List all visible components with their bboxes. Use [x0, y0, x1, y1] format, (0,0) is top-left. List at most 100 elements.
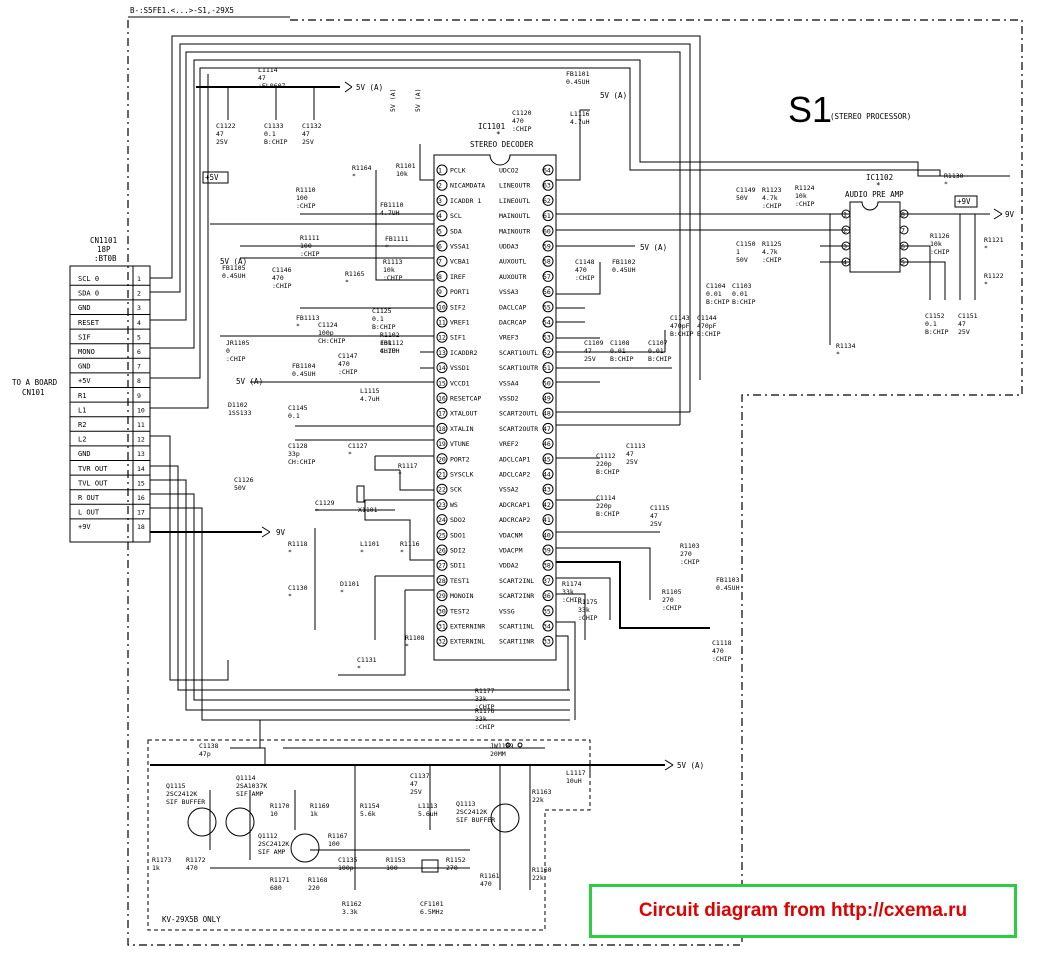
- component-ref: C1124: [318, 321, 338, 329]
- component-ref: JR1105: [226, 339, 250, 347]
- supply-labels: 5V (A)5V (A)5V (A)5V (A)5V (A)5V (A)5V (…: [220, 83, 1015, 770]
- connector-pin-label: GND: [78, 363, 91, 371]
- connector-pin-label: R OUT: [78, 494, 100, 502]
- ic1101-pin-name: VSSA4: [499, 379, 519, 387]
- ic1101-pin-name: UDDA3: [499, 243, 519, 251]
- connector-pins: 18P: [97, 245, 111, 254]
- component-value: 1: [736, 248, 740, 256]
- ic1101-pin-name: VDDA2: [499, 562, 519, 570]
- component-value: 10k: [795, 192, 807, 200]
- component-value: 47: [302, 130, 310, 138]
- component-r1116: R1116*: [400, 540, 420, 556]
- component-ref: C1133: [264, 122, 284, 130]
- component-value: :CHIP: [930, 248, 950, 256]
- component-value: 100: [386, 864, 398, 872]
- component-ref: R1102: [380, 331, 400, 339]
- transistor-part: 2SC2412K: [258, 840, 289, 848]
- component-ref: R1121: [984, 236, 1004, 244]
- ic1101-pin-number: 25: [438, 531, 446, 539]
- supply-label: 9V: [276, 528, 286, 537]
- ic1101-pin-number: 9: [438, 288, 442, 296]
- amp-supply: +9V: [957, 197, 971, 206]
- ic1101-pin-number: 30: [438, 607, 446, 615]
- ic1101-pin-name: SCART2OUTL: [499, 410, 538, 418]
- supply-label: 5V (A): [600, 91, 627, 100]
- ic1101-pin-circle: [542, 422, 554, 434]
- component-ref: FB1101: [566, 70, 590, 78]
- connector-pin-label: TVR OUT: [78, 465, 108, 473]
- component-ref: C1115: [650, 504, 670, 512]
- component-value: 5.6k: [360, 810, 376, 818]
- ic1102-pin-circle: [899, 225, 909, 235]
- ic1101-pin-circle: [542, 392, 554, 404]
- connector-pin-label: MONO: [78, 348, 95, 356]
- ic1101-pin-number: 51: [543, 364, 551, 372]
- ic1101-pin-number: 11: [438, 319, 446, 327]
- component-value: 0.1: [264, 130, 276, 138]
- ic1101-pin-circle: [436, 286, 448, 298]
- component-ref: C1128: [288, 442, 308, 450]
- component-value: 0.01: [648, 347, 664, 355]
- component-value: B:CHIP: [264, 138, 288, 146]
- supply-label: 5V (A): [389, 89, 397, 112]
- component-value: :CHIP: [226, 355, 246, 363]
- component-value: 10uH: [566, 777, 582, 785]
- ic1101-pin-number: 29: [438, 592, 446, 600]
- ic1101-mark: *: [496, 130, 501, 139]
- component-ref: R1134: [836, 342, 856, 350]
- transistor-role: SIF AMP: [236, 790, 263, 798]
- component-ref: C1138: [199, 742, 219, 750]
- component-value: *: [357, 664, 361, 672]
- component-value: 10k: [383, 266, 395, 274]
- connector-ref: CN1101: [90, 236, 117, 245]
- component-ref: FB1103: [716, 576, 740, 584]
- component-value: :CHIP: [296, 202, 316, 210]
- component-r1165: R1165*: [345, 270, 365, 286]
- component-ref: R1110: [296, 186, 316, 194]
- component-value: :CHIP: [712, 655, 732, 663]
- ic1101-pin-circle: [542, 286, 554, 298]
- ic1101-pin-number: 23: [438, 501, 446, 509]
- ic1101-pin-name: VREF3: [499, 334, 519, 342]
- ic1101-pin-name: SCART1INR: [499, 638, 534, 646]
- component-value: 470: [480, 880, 492, 888]
- plus9v-tag: [954, 195, 978, 208]
- ic1101-pin-number: 48: [543, 410, 551, 418]
- component-ref: R1154: [360, 802, 380, 810]
- component-ref: R1153: [386, 856, 406, 864]
- ic1101-pin-name: PORT2: [450, 455, 470, 463]
- component-value: 47: [584, 347, 592, 355]
- component-ref: C1152: [925, 312, 945, 320]
- component-value: 470pF: [697, 322, 717, 330]
- component-value: 33k: [475, 695, 487, 703]
- kv29x5b-area: [147, 739, 591, 931]
- ic1101-pin-circle: [542, 240, 554, 252]
- component-value: 0.1: [372, 315, 384, 323]
- connector-pin-label: +9V: [78, 523, 91, 531]
- component-value: B:CHIP: [732, 298, 756, 306]
- ic1101-pin-name: SCART1OUTL: [499, 349, 538, 357]
- section-code: S1: [788, 89, 832, 130]
- component-x1101: X1101: [358, 506, 378, 514]
- component-value: 0.01: [706, 290, 722, 298]
- component-value: 25V: [216, 138, 228, 146]
- ic1101-pin-circle: [542, 270, 554, 282]
- transistor-ref: Q1114: [236, 774, 256, 782]
- transistor-role: SIF BUFFER: [456, 816, 495, 824]
- component-value: 47: [258, 74, 266, 82]
